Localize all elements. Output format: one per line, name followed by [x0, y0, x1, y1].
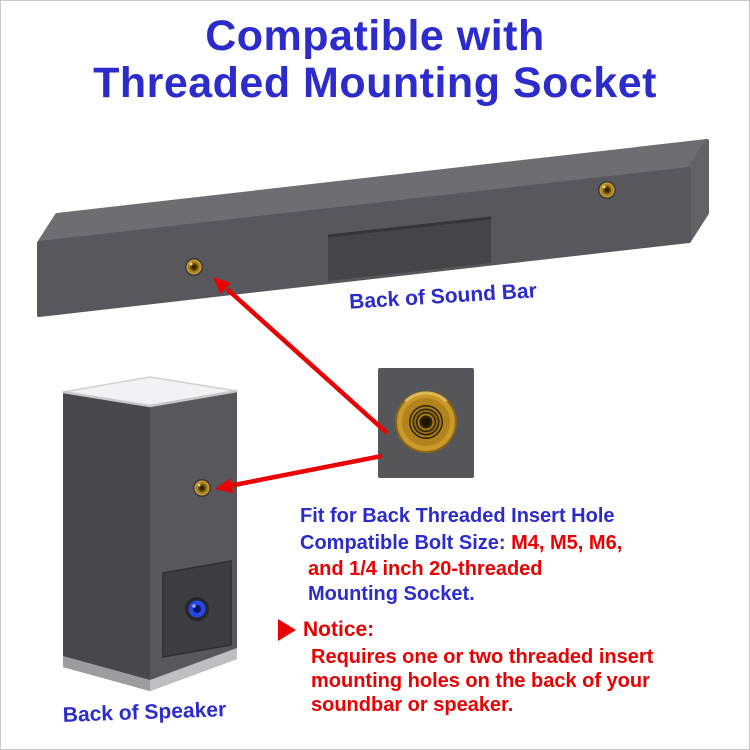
speaker-top-rim	[62, 389, 238, 408]
bolt-size-text-line2: and 1/4 inch 20-threaded	[308, 558, 543, 580]
title-line-2: Threaded Mounting Socket	[93, 59, 657, 108]
speaker-base-left	[63, 656, 150, 691]
notice-line-3: soundbar or speaker.	[311, 694, 514, 716]
threaded-insert-icon	[598, 181, 616, 199]
soundbar-notch-shadow	[327, 216, 492, 238]
insert-closeup-inset	[378, 368, 474, 478]
arrow-to-speaker-insert-icon	[215, 453, 383, 494]
speaker-back-illustration	[62, 376, 238, 691]
port-icon	[185, 597, 209, 621]
bolt-prefix: Compatible Bolt Size:	[300, 532, 512, 554]
notice-heading: Notice:	[303, 618, 375, 641]
threaded-insert-closeup-icon	[395, 391, 457, 453]
notice-line-2: mounting holes on the back of your	[311, 670, 650, 692]
notice-triangle-icon	[278, 619, 296, 641]
notice-line-1: Requires one or two threaded insert	[311, 646, 654, 668]
soundbar-back-illustration	[37, 139, 709, 317]
bolt-size-text: Compatible Bolt Size: M4, M5, M6,	[300, 532, 622, 555]
threaded-insert-icon	[193, 479, 211, 497]
speaker-left-face	[63, 392, 150, 691]
threaded-insert-icon	[185, 258, 203, 276]
arrow-to-soundbar-insert-icon	[213, 277, 389, 435]
page-title: Compatible with Threaded Mounting Socket	[1, 12, 749, 108]
notice-header-row: Notice:	[278, 618, 374, 642]
fit-text: Fit for Back Threaded Insert Hole	[300, 505, 615, 527]
bolt-sizes: M4, M5, M6,	[511, 532, 623, 554]
bolt-size-text-line3: Mounting Socket.	[308, 583, 475, 605]
title-line-1: Compatible with	[205, 12, 545, 60]
speaker-port-recess	[162, 560, 232, 658]
speaker-base-right	[150, 648, 237, 691]
